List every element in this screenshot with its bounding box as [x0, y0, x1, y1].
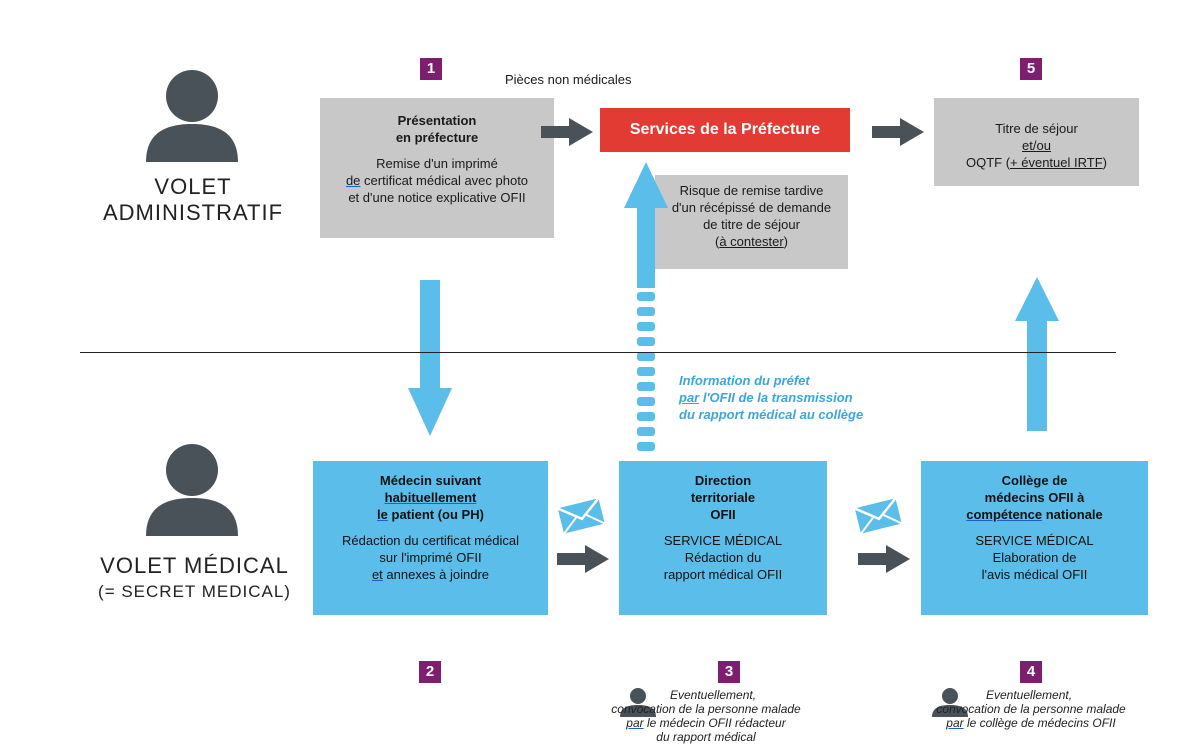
presentation-line-2b: certificat médical avec photo — [360, 173, 529, 188]
arrow-down-icon — [408, 280, 452, 436]
note3-line-4: du rapport médical — [656, 730, 756, 744]
college-medecins-box: Collège de médecins OFII à compétence na… — [921, 461, 1148, 615]
info-line-2b: l'OFII de la transmission — [699, 390, 853, 405]
college-service: SERVICE MÉDICAL — [975, 533, 1094, 548]
note4-line-3: par le collège de médecins OFII — [906, 716, 1156, 730]
step-badge-5: 5 — [1020, 58, 1042, 80]
risque-line-4b: à contester — [719, 234, 784, 249]
note3-line-2: convocation de la personne malade — [611, 702, 801, 716]
volet-admin-line2: ADMINISTRATIF — [102, 200, 284, 225]
medecin-line-3a: et — [371, 567, 383, 582]
college-title-3b: nationale — [1042, 507, 1103, 522]
convocation-note-3: Eventuellement, convocation de la person… — [596, 688, 816, 744]
person-icon-small-3 — [620, 688, 656, 717]
person-icon-admin — [146, 70, 238, 162]
volet-medical-label: VOLET MÉDICAL (= SECRET MEDICAL) — [72, 553, 317, 605]
titre-line-3: OQTF (+ éventuel IRTF) — [934, 154, 1139, 171]
step-badge-3: 3 — [718, 661, 740, 683]
info-line-1: Information du préfet — [679, 373, 810, 388]
info-line-2: par l'OFII de la transmission — [679, 389, 939, 406]
arrow-right-icon-4 — [858, 545, 910, 573]
step-badge-4: 4 — [1020, 661, 1042, 683]
info-line-3: du rapport médical au collège — [679, 407, 864, 422]
risque-line-4c: ) — [783, 234, 788, 249]
risque-line-4: (à contester) — [655, 233, 848, 250]
titre-line-3a: OQTF ( — [965, 155, 1011, 170]
medecin-title-2: habituellement — [384, 490, 477, 505]
titre-line-3b: + éventuel IRTF — [1010, 155, 1103, 170]
arrow-right-icon-2 — [872, 118, 924, 146]
risque-line-1: Risque de remise tardive — [679, 183, 824, 198]
note4-line-3b: le collège de médecins OFII — [963, 716, 1116, 730]
presentation-title-1: Présentation — [397, 113, 477, 128]
convocation-note-4: Eventuellement, convocation de la person… — [906, 688, 1156, 730]
presentation-line-1: Remise d'un imprimé — [376, 156, 498, 171]
dashed-arrow-up-icon — [624, 162, 668, 451]
envelope-icon-2 — [854, 497, 903, 535]
college-title-1: Collège de — [1001, 473, 1068, 488]
titre-line-2: et/ou — [1022, 138, 1051, 153]
information-prefet-text: Information du préfet par l'OFII de la t… — [679, 372, 939, 423]
envelope-icon-1 — [557, 497, 606, 535]
medecin-title-1: Médecin suivant — [379, 473, 482, 488]
titre-sejour-box: Titre de séjour et/ou OQTF (+ éventuel I… — [934, 98, 1139, 186]
note4-line-1: Eventuellement, — [986, 688, 1073, 702]
volet-admin-line1: VOLET — [154, 174, 232, 199]
college-title-2: médecins OFII à — [984, 490, 1085, 505]
arrow-up-icon-right — [1015, 277, 1059, 431]
medecin-title-3b: patient (ou PH) — [387, 507, 484, 522]
volet-medical-line2: (= SECRET MEDICAL) — [98, 582, 291, 601]
info-line-2a: par — [679, 390, 700, 405]
titre-line-3c: ) — [1102, 155, 1107, 170]
note4-line-2: convocation de la personne malade — [936, 702, 1126, 716]
college-title-3a: compétence — [966, 507, 1043, 522]
direction-service: SERVICE MÉDICAL — [663, 533, 783, 548]
college-line-1: Elaboration de — [992, 550, 1077, 565]
volet-medical-line1: VOLET MÉDICAL — [100, 553, 289, 578]
medecin-title-3: le patient (ou PH) — [313, 506, 548, 523]
pieces-non-medicales-label: Pièces non médicales — [505, 72, 632, 87]
note3-line-3b: le médecin OFII rédacteur — [643, 716, 786, 730]
note3-line-1: Eventuellement, — [670, 688, 757, 702]
medecin-suivant-box: Médecin suivant habituellement le patien… — [313, 461, 548, 615]
step-badge-2: 2 — [419, 661, 441, 683]
section-divider — [80, 352, 1116, 353]
person-icon-medical — [146, 444, 238, 536]
direction-territoriale-box: Direction territoriale OFII SERVICE MÉDI… — [619, 461, 827, 615]
direction-line-1: Rédaction du — [684, 550, 762, 565]
presentation-line-3: et d'une notice explicative OFII — [348, 190, 526, 205]
arrow-right-icon-3 — [557, 545, 609, 573]
services-prefecture-box: Services de la Préfecture — [600, 108, 850, 152]
risque-line-4a: ( — [714, 234, 720, 249]
direction-title-1: Direction — [694, 473, 752, 488]
medecin-line-3: et annexes à joindre — [313, 566, 548, 583]
direction-line-2: rapport médical OFII — [663, 567, 783, 582]
risque-line-2: d'un récépissé de demande — [671, 200, 832, 215]
step-badge-1: 1 — [420, 58, 442, 80]
presentation-title-2: en préfecture — [395, 130, 479, 145]
direction-title-2: territoriale — [690, 490, 756, 505]
medecin-line-2: sur l'imprimé OFII — [379, 550, 482, 565]
arrow-right-icon-1 — [541, 118, 593, 146]
presentation-line-2a: de — [345, 173, 361, 188]
note3-line-3a: par — [626, 716, 644, 730]
person-icon-small-4 — [932, 688, 968, 717]
presentation-line-2: de certificat médical avec photo — [320, 172, 554, 189]
risque-box: Risque de remise tardive d'un récépissé … — [655, 175, 848, 269]
note4-line-3a: par — [946, 716, 964, 730]
risque-line-3: de titre de séjour — [703, 217, 800, 232]
medecin-line-1: Rédaction du certificat médical — [341, 533, 520, 548]
presentation-prefecture-box: Présentation en préfecture Remise d'un i… — [320, 98, 554, 238]
note3-line-3: par le médecin OFII rédacteur — [596, 716, 816, 730]
college-line-2: l'avis médical OFII — [981, 567, 1088, 582]
titre-line-1: Titre de séjour — [995, 121, 1078, 136]
direction-title-3: OFII — [710, 507, 736, 522]
medecin-title-3a: le — [377, 507, 388, 522]
college-title-3: compétence nationale — [921, 506, 1148, 523]
volet-administratif-label: VOLET ADMINISTRATIF — [98, 174, 288, 226]
medecin-line-3b: annexes à joindre — [382, 567, 490, 582]
